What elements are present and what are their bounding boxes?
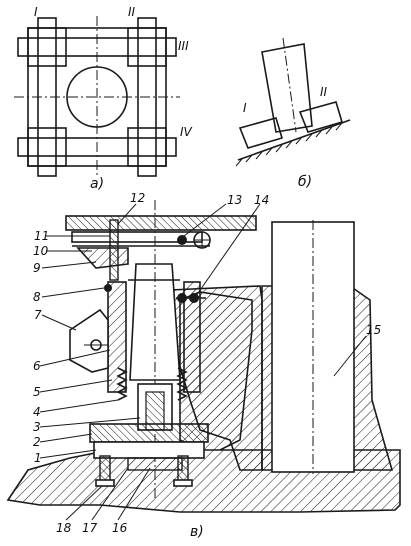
bolts-16-18 <box>95 455 193 487</box>
ring-2 <box>89 423 209 443</box>
figure-a: I II III IV а) <box>14 5 193 192</box>
part-label-15: 15 <box>366 323 381 337</box>
figure-b-column-axis <box>282 37 297 133</box>
figure-a-block-bottom-right <box>127 127 167 167</box>
figure-b-zone-2: II <box>320 85 328 99</box>
part-label-8: 8 <box>33 290 41 304</box>
column-15 <box>261 220 394 474</box>
part-label-4: 4 <box>33 405 41 419</box>
part-label-7: 7 <box>34 308 42 322</box>
figure-a-zone-1: I <box>34 5 38 19</box>
figure-a-bar-right <box>137 17 157 177</box>
figure-b-pad-2 <box>298 101 343 133</box>
part-label-13: 13 <box>227 193 242 207</box>
nut-8 <box>104 284 112 292</box>
screw-12 <box>109 219 119 281</box>
part-label-16: 16 <box>112 521 128 535</box>
figure-a-caption: а) <box>90 176 104 192</box>
part-label-3: 3 <box>33 420 41 434</box>
part-label-9: 9 <box>33 261 41 275</box>
figure-b-zone-1: I <box>243 101 247 115</box>
table-plate <box>65 215 257 231</box>
clamp-13 <box>177 235 187 245</box>
figure-b: I II б) <box>235 37 351 190</box>
figure-b-ground-line <box>237 119 351 161</box>
figure-a-zone-2: II <box>128 5 136 19</box>
figure-b-caption: б) <box>298 174 312 190</box>
part-label-5: 5 <box>33 385 41 399</box>
part-label-10: 10 <box>33 244 49 258</box>
part-label-1: 1 <box>34 451 42 465</box>
handle-7 <box>69 308 109 373</box>
figure-b-ground-hatching <box>235 122 343 167</box>
figure-a-block-bottom-left <box>27 127 67 167</box>
figure-a-block-top-left <box>27 27 67 67</box>
figure-v-caption: в) <box>190 524 204 540</box>
part-label-14: 14 <box>254 193 269 207</box>
part-label-17: 17 <box>82 521 98 535</box>
figure-a-zone-3: III <box>178 39 189 53</box>
sleeve-right <box>183 281 201 393</box>
part-label-11: 11 <box>34 229 49 243</box>
part-label-18: 18 <box>56 521 72 535</box>
part-label-12: 12 <box>130 191 145 205</box>
springs-4 <box>116 367 188 401</box>
figure-b-column <box>261 43 313 133</box>
sleeve-left <box>107 281 127 393</box>
part-callouts: 11 10 9 8 7 6 5 4 3 2 1 12 <box>33 191 381 535</box>
figure-a-block-top-right <box>127 27 167 67</box>
figure-b-pad-1 <box>238 117 283 149</box>
part-label-6: 6 <box>33 359 41 373</box>
part-label-2: 2 <box>33 435 41 449</box>
figure-v: 11 10 9 8 7 6 5 4 3 2 1 12 <box>6 191 401 540</box>
figure-a-zone-4: IV <box>180 125 193 139</box>
